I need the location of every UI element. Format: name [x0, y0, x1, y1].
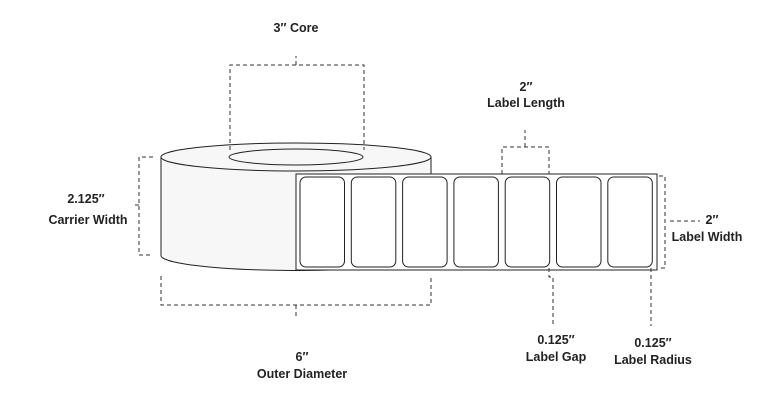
roll-core — [228, 148, 364, 166]
outer-diameter-dimension-line — [160, 276, 432, 316]
core-value: 3″ Core — [274, 21, 319, 35]
label-gap-label: Label Gap — [526, 350, 587, 364]
carrier-width-value: 2.125″ — [67, 192, 104, 206]
label-width-value: 2″ — [706, 213, 719, 227]
label-length-value: 2″ — [520, 80, 533, 94]
outer-diameter-label: Outer Diameter — [257, 367, 347, 381]
core-dimension-line — [229, 56, 365, 150]
outer-diameter-value: 6″ — [296, 350, 309, 364]
carrier-width-label: Carrier Width — [48, 213, 127, 227]
label — [607, 176, 653, 268]
label — [556, 176, 602, 268]
label-gap-value: 0.125″ — [537, 333, 574, 347]
label — [350, 176, 397, 268]
label-length-label: Label Length — [487, 96, 565, 110]
label-length-dimension-line — [501, 130, 550, 174]
label — [299, 176, 345, 268]
label-width-dimension-line — [659, 175, 700, 269]
labels — [299, 176, 653, 268]
carrier-width-dimension-line — [133, 156, 153, 256]
label-width-label: Label Width — [672, 230, 743, 244]
label — [453, 176, 499, 268]
label-radius-value: 0.125″ — [634, 336, 671, 350]
label-radius-label: Label Radius — [614, 353, 692, 367]
label-gap-dimension-line — [548, 268, 554, 325]
label — [504, 176, 551, 268]
label — [402, 176, 448, 268]
